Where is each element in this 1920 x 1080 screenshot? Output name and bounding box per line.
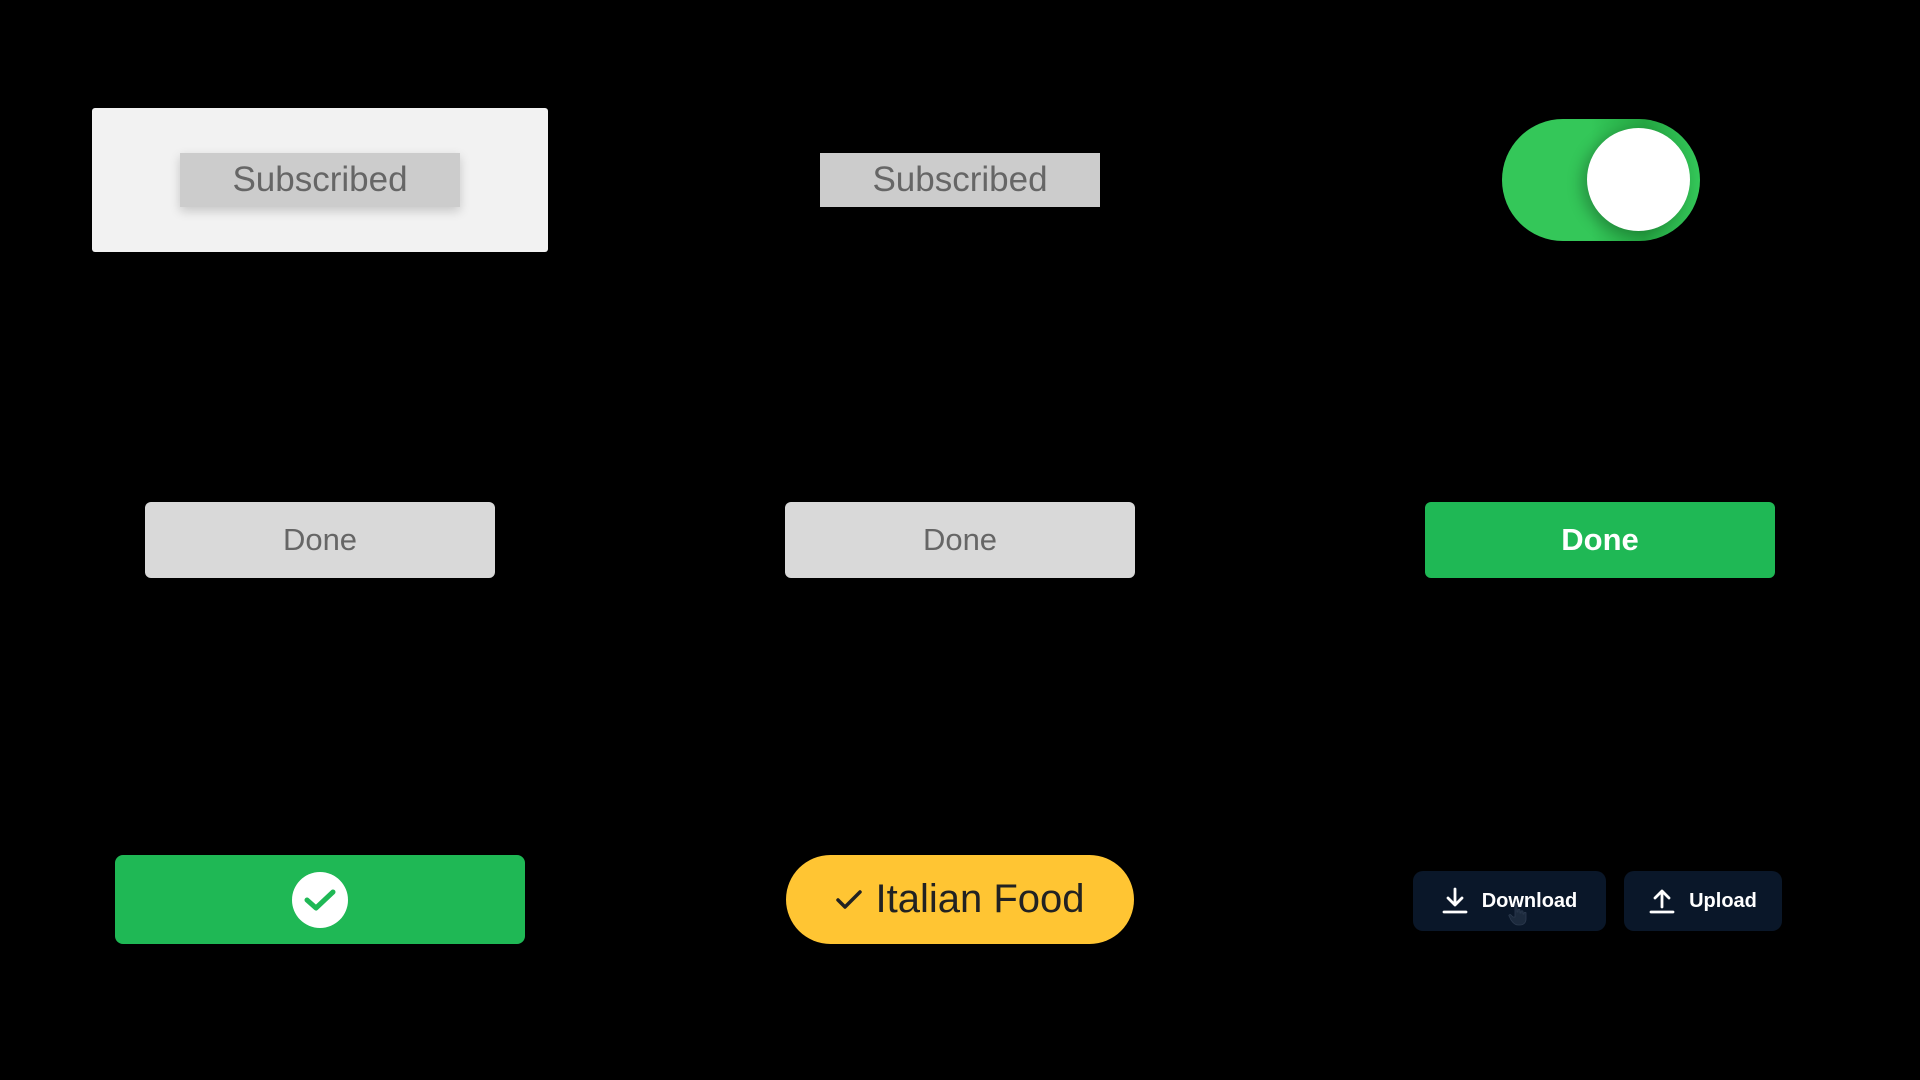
done-button-label: Done — [1561, 522, 1639, 557]
done-button-label: Done — [282, 522, 358, 557]
chip-label: Italian Food — [875, 877, 1085, 921]
toggle-knob[interactable] — [1587, 128, 1690, 231]
italian-food-chip[interactable]: Italian Food — [786, 855, 1134, 944]
done-button-disabled-2[interactable]: Done — [785, 502, 1135, 578]
done-button-label: Done — [922, 522, 998, 557]
subscribed-button-elevated[interactable]: Subscribed — [180, 153, 460, 207]
checkmark-icon — [835, 889, 863, 911]
check-circle-icon — [292, 871, 348, 928]
check-confirm-button[interactable] — [115, 855, 525, 944]
upload-label: Upload — [1689, 889, 1757, 912]
download-icon — [1442, 887, 1468, 915]
download-label: Download — [1481, 889, 1578, 912]
subscribed-button-label: Subscribed — [872, 160, 1048, 199]
subscribed-button-label: Subscribed — [232, 160, 408, 199]
done-button-disabled-1[interactable]: Done — [145, 502, 495, 578]
done-button-active[interactable]: Done — [1425, 502, 1775, 578]
download-button[interactable]: Download — [1413, 871, 1606, 931]
subscribed-button-flat[interactable]: Subscribed — [820, 153, 1100, 207]
upload-icon — [1649, 887, 1675, 915]
upload-button[interactable]: Upload — [1624, 871, 1782, 931]
